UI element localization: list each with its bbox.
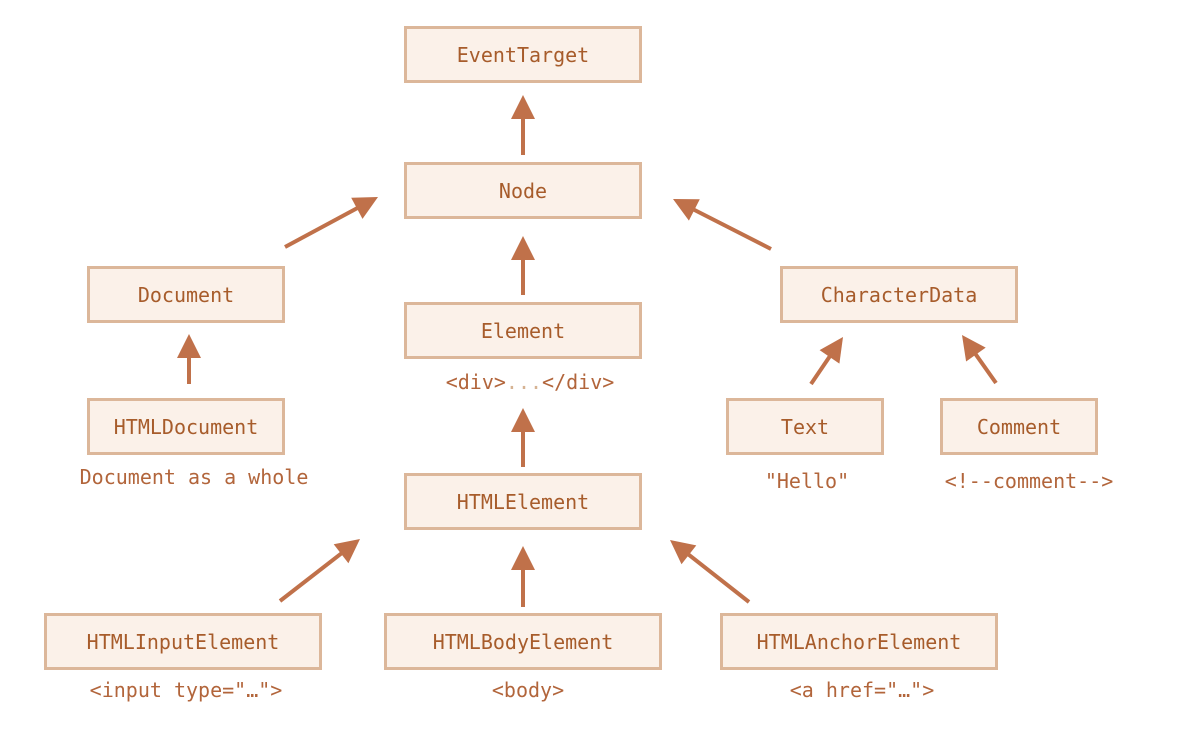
arrow-html-input-element-to-html-element-head xyxy=(333,539,360,564)
arrow-html-body-element-to-html-element xyxy=(511,546,535,607)
arrow-document-to-node-head xyxy=(351,197,378,219)
arrow-html-anchor-element-to-html-element xyxy=(670,540,751,604)
arrow-character-data-to-node-shaft xyxy=(691,207,772,251)
arrow-text-to-character-data-shaft xyxy=(809,354,833,386)
arrow-text-to-character-data-head xyxy=(819,337,843,364)
caption-element-close: </div> xyxy=(542,370,615,394)
arrow-node-to-event-target-head xyxy=(511,95,535,119)
caption-element-open: <div> xyxy=(445,370,506,394)
node-document: Document xyxy=(87,266,285,323)
arrow-node-to-event-target xyxy=(511,95,535,155)
node-html-document: HTMLDocument xyxy=(87,398,285,455)
arrow-comment-to-character-data-head xyxy=(962,335,986,362)
arrow-html-input-element-to-html-element-shaft xyxy=(278,550,344,603)
node-html-body-element: HTMLBodyElement xyxy=(384,613,662,670)
node-element: Element xyxy=(404,302,642,359)
caption-html-input-element: <input type="…"> xyxy=(89,678,283,702)
arrow-comment-to-character-data-shaft xyxy=(973,351,998,385)
arrow-comment-to-character-data xyxy=(962,335,998,385)
caption-html-document: Document as a whole xyxy=(79,465,309,489)
arrow-html-anchor-element-to-html-element-shaft xyxy=(686,552,751,604)
arrow-html-anchor-element-to-html-element-head xyxy=(670,540,697,565)
arrow-html-element-to-element-head xyxy=(511,408,535,432)
caption-text: "Hello" xyxy=(764,469,850,493)
arrow-element-to-node-head xyxy=(511,236,535,260)
arrow-element-to-node xyxy=(511,236,535,295)
caption-element: <div>...</div> xyxy=(446,370,615,394)
node-html-element: HTMLElement xyxy=(404,473,642,530)
caption-html-anchor-element: <a href="…"> xyxy=(789,678,935,702)
arrow-document-to-node xyxy=(284,197,378,249)
caption-html-body-element: <body> xyxy=(491,678,565,702)
node-html-anchor-element: HTMLAnchorElement xyxy=(720,613,998,670)
arrow-character-data-to-node xyxy=(673,199,772,251)
arrow-html-body-element-to-html-element-head xyxy=(511,546,535,570)
caption-comment: <!--comment--> xyxy=(944,469,1114,493)
node-comment: Comment xyxy=(940,398,1098,455)
arrow-html-element-to-element xyxy=(511,408,535,467)
arrow-html-document-to-document xyxy=(177,334,201,384)
node-node: Node xyxy=(404,162,642,219)
node-character-data: CharacterData xyxy=(780,266,1018,323)
node-event-target: EventTarget xyxy=(404,26,642,83)
arrow-text-to-character-data xyxy=(809,337,843,386)
arrow-html-input-element-to-html-element xyxy=(278,539,360,603)
arrow-character-data-to-node-head xyxy=(673,199,700,221)
arrow-html-document-to-document-head xyxy=(177,334,201,358)
node-text: Text xyxy=(726,398,884,455)
caption-element-dots: ... xyxy=(505,370,543,394)
arrow-document-to-node-shaft xyxy=(284,205,360,249)
node-html-input-element: HTMLInputElement xyxy=(44,613,322,670)
